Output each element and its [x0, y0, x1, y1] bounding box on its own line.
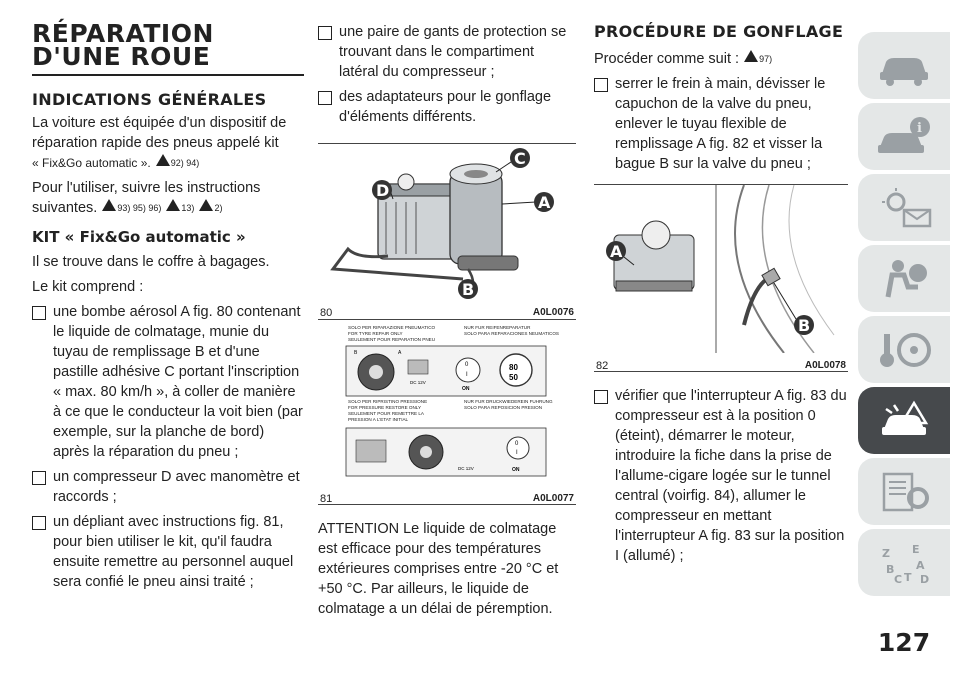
label-b: B: [798, 316, 810, 335]
svg-text:DC 12V: DC 12V: [410, 380, 426, 385]
svg-text:SOLO PARA REPARACIONES NEUMATI: SOLO PARA REPARACIONES NEUMATICOS: [464, 331, 559, 336]
warning-triangle-icon: [155, 154, 170, 166]
svg-text:A: A: [398, 350, 402, 356]
svg-text:80: 80: [509, 363, 518, 372]
subsection-title-kit: KIT « Fix&Go automatic »: [32, 228, 246, 246]
svg-text:PRESSION A L'ETAT INITIAL: PRESSION A L'ETAT INITIAL: [348, 417, 409, 422]
svg-text:I: I: [466, 372, 468, 378]
figure-81-instruction-leaflet: SOLO PER RIPARAZIONE PNEUMATICO FOR TYRE…: [318, 320, 576, 505]
instruction-leaflet-illustration: SOLO PER RIPARAZIONE PNEUMATICO FOR TYRE…: [345, 325, 559, 477]
checkbox-bullet-icon: [594, 78, 608, 92]
list-item: un dépliant avec instructions fig. 81, p…: [32, 512, 304, 592]
label-b: B: [462, 280, 474, 299]
svg-text:I: I: [516, 450, 518, 456]
svg-text:DC 12V: DC 12V: [458, 466, 474, 471]
subsection-title-general: INDICATIONS GÉNÉRALES: [32, 90, 267, 109]
svg-text:SOLO PER RIPRISTINO PRESSIONE: SOLO PER RIPRISTINO PRESSIONE: [348, 399, 427, 404]
svg-text:FOR TYRE REPAIR ONLY: FOR TYRE REPAIR ONLY: [348, 331, 403, 336]
warning-paragraph: ATTENTION Le liquide de colmatage est ef…: [318, 521, 559, 617]
car-info-icon: i: [878, 116, 930, 153]
svg-text:NUR FUR REIFENREPARATUR: NUR FUR REIFENREPARATUR: [464, 325, 531, 330]
list-item: une bombe aérosol A fig. 80 contenant le…: [32, 302, 304, 462]
svg-text:0: 0: [515, 441, 519, 447]
svg-text:E: E: [912, 543, 920, 556]
svg-text:C: C: [894, 573, 902, 585]
car-icon: [880, 57, 928, 86]
svg-text:A: A: [916, 559, 925, 572]
list-item: serrer le frein à main, dévisser le capu…: [594, 74, 848, 174]
warning-triangle-icon: [744, 50, 759, 62]
warning-triangle-icon: [199, 199, 214, 211]
list-item: une paire de gants de protection se trou…: [318, 22, 576, 82]
svg-text:SEULEMENT POUR REMETTRE LA: SEULEMENT POUR REMETTRE LA: [348, 411, 425, 416]
svg-text:FOR PRESSURE RESTORE ONLY: FOR PRESSURE RESTORE ONLY: [348, 405, 421, 410]
compressor-kit-illustration: C D A B: [330, 148, 554, 299]
paragraph-kit-contents: Le kit comprend :: [32, 279, 144, 295]
list-item: un compresseur D avec manomètre et racco…: [32, 467, 304, 507]
column-3: PROCÉDURE DE GONFLAGE Procéder comme sui…: [594, 22, 848, 571]
checkbox-bullet-icon: [318, 91, 332, 105]
paragraph-instructions: Pour l'utiliser, suivre les instructions…: [32, 180, 261, 216]
checkbox-bullet-icon: [318, 26, 332, 40]
settings-list-icon: [882, 472, 929, 511]
breakdown-car-icon: [882, 400, 929, 435]
paragraph-procedure: Procéder comme suit : 97): [594, 50, 773, 67]
airbag-person-icon: [885, 259, 927, 297]
sidebar-tab-info[interactable]: i: [858, 103, 950, 170]
column-2: une paire de gants de protection se trou…: [318, 22, 576, 624]
paragraph-intro: La voiture est équipée d'un dispositif d…: [32, 115, 287, 170]
key-steering-icon: [880, 332, 931, 367]
svg-text:NUR FUR DRUCKWIEDEREIN FUHRUNG: NUR FUR DRUCKWIEDEREIN FUHRUNG: [464, 399, 553, 404]
warning-triangle-icon: [102, 199, 117, 211]
valve-connection-illustration: A B: [606, 184, 835, 354]
svg-text:B: B: [886, 563, 894, 576]
sidebar-tab-safety[interactable]: [858, 245, 950, 312]
sidebar-tab-car[interactable]: [858, 32, 950, 99]
svg-text:Z: Z: [882, 547, 890, 560]
sidebar-tab-warning-lights[interactable]: [858, 174, 950, 241]
checkbox-bullet-icon: [32, 306, 46, 320]
list-item: vérifier que l'interrupteur A fig. 83 du…: [594, 386, 848, 566]
label-d: D: [376, 181, 389, 200]
svg-text:0: 0: [465, 362, 469, 368]
svg-text:SOLO PARA REPOSICION PRESION: SOLO PARA REPOSICION PRESION: [464, 405, 542, 410]
sidebar-tab-driving[interactable]: [858, 316, 950, 383]
checkbox-bullet-icon: [32, 471, 46, 485]
svg-text:SOLO PER RIPARAZIONE PNEUMATIC: SOLO PER RIPARAZIONE PNEUMATICO: [348, 325, 436, 330]
page-number: 127: [877, 628, 931, 657]
svg-text:ON: ON: [512, 467, 520, 473]
svg-text:SEULEMENT POUR REPARATION PNEU: SEULEMENT POUR REPARATION PNEU: [348, 337, 435, 342]
warning-triangle-icon: [166, 199, 181, 211]
index-letters-icon: Z E A B C D T: [882, 543, 929, 585]
section-title: RÉPARATION D'UNE ROUE: [32, 21, 304, 76]
chapter-sidebar: i Z E A B C D T: [858, 32, 954, 600]
sidebar-tab-maintenance[interactable]: [858, 458, 950, 525]
paragraph-location: Il se trouve dans le coffre à bagages.: [32, 254, 270, 270]
checkbox-bullet-icon: [594, 390, 608, 404]
svg-text:ON: ON: [462, 386, 470, 392]
warning-light-mail-icon: [882, 187, 932, 227]
list-item: des adaptateurs pour le gonflage d'éléme…: [318, 87, 576, 127]
column-1: RÉPARATION D'UNE ROUE INDICATIONS GÉNÉRA…: [32, 21, 304, 597]
label-a: A: [610, 242, 623, 261]
svg-text:T: T: [904, 571, 912, 584]
svg-text:B: B: [354, 350, 358, 356]
sidebar-tab-index[interactable]: Z E A B C D T: [858, 529, 950, 596]
label-c: C: [514, 149, 526, 168]
label-a: A: [538, 193, 551, 212]
sidebar-tab-emergency[interactable]: [858, 387, 950, 454]
section-title-inflation: PROCÉDURE DE GONFLAGE: [594, 22, 844, 41]
svg-text:i: i: [917, 121, 922, 136]
checkbox-bullet-icon: [32, 516, 46, 530]
svg-text:50: 50: [509, 373, 518, 382]
svg-text:D: D: [920, 573, 929, 585]
